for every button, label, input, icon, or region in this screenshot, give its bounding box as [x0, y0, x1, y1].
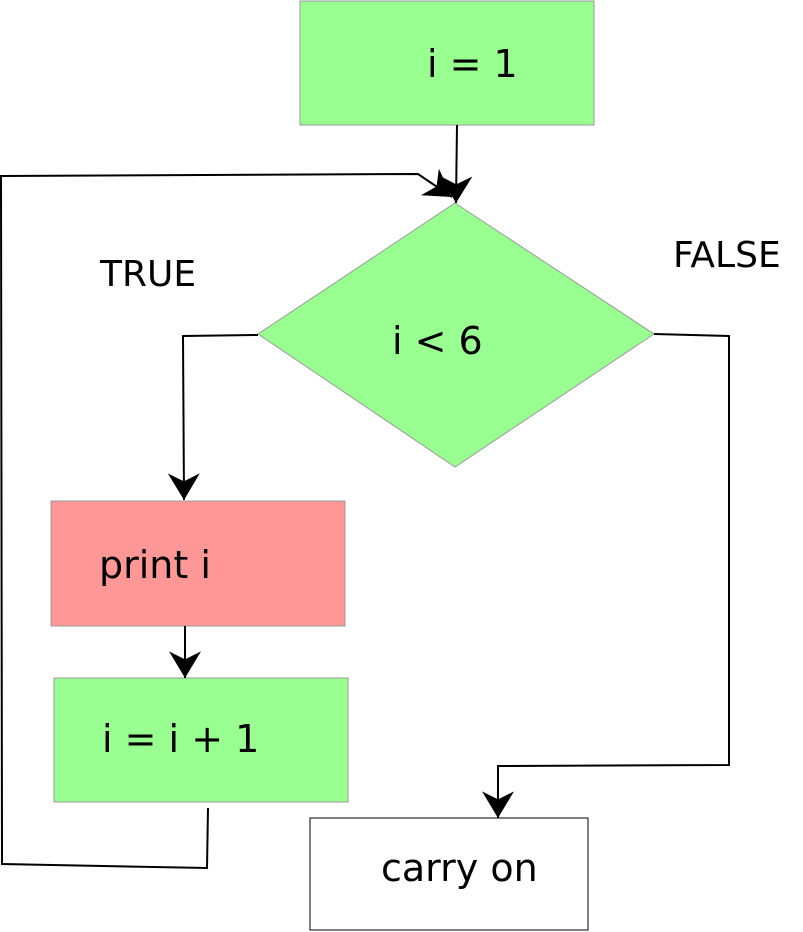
- print-box: [50, 500, 346, 627]
- init-label: i = 1: [427, 42, 518, 86]
- arrow-condition-true-to-print: [167, 334, 259, 501]
- condition-label: i < 6: [392, 319, 483, 363]
- true-branch-label: TRUE: [99, 254, 196, 295]
- condition-diamond: [257, 202, 655, 468]
- arrow-condition-false-to-carry-on: [482, 333, 730, 818]
- init-box: [299, 0, 595, 126]
- carry-on-box: [309, 817, 589, 931]
- arrow-increment-loop-back: [0, 168, 453, 870]
- increment-label: i = i + 1: [102, 717, 259, 761]
- false-branch-label: FALSE: [673, 235, 781, 276]
- carry-on-label: carry on: [381, 846, 538, 890]
- increment-box: [53, 677, 349, 803]
- print-label: print i: [99, 543, 211, 587]
- arrow-init-to-condition: [440, 124, 473, 204]
